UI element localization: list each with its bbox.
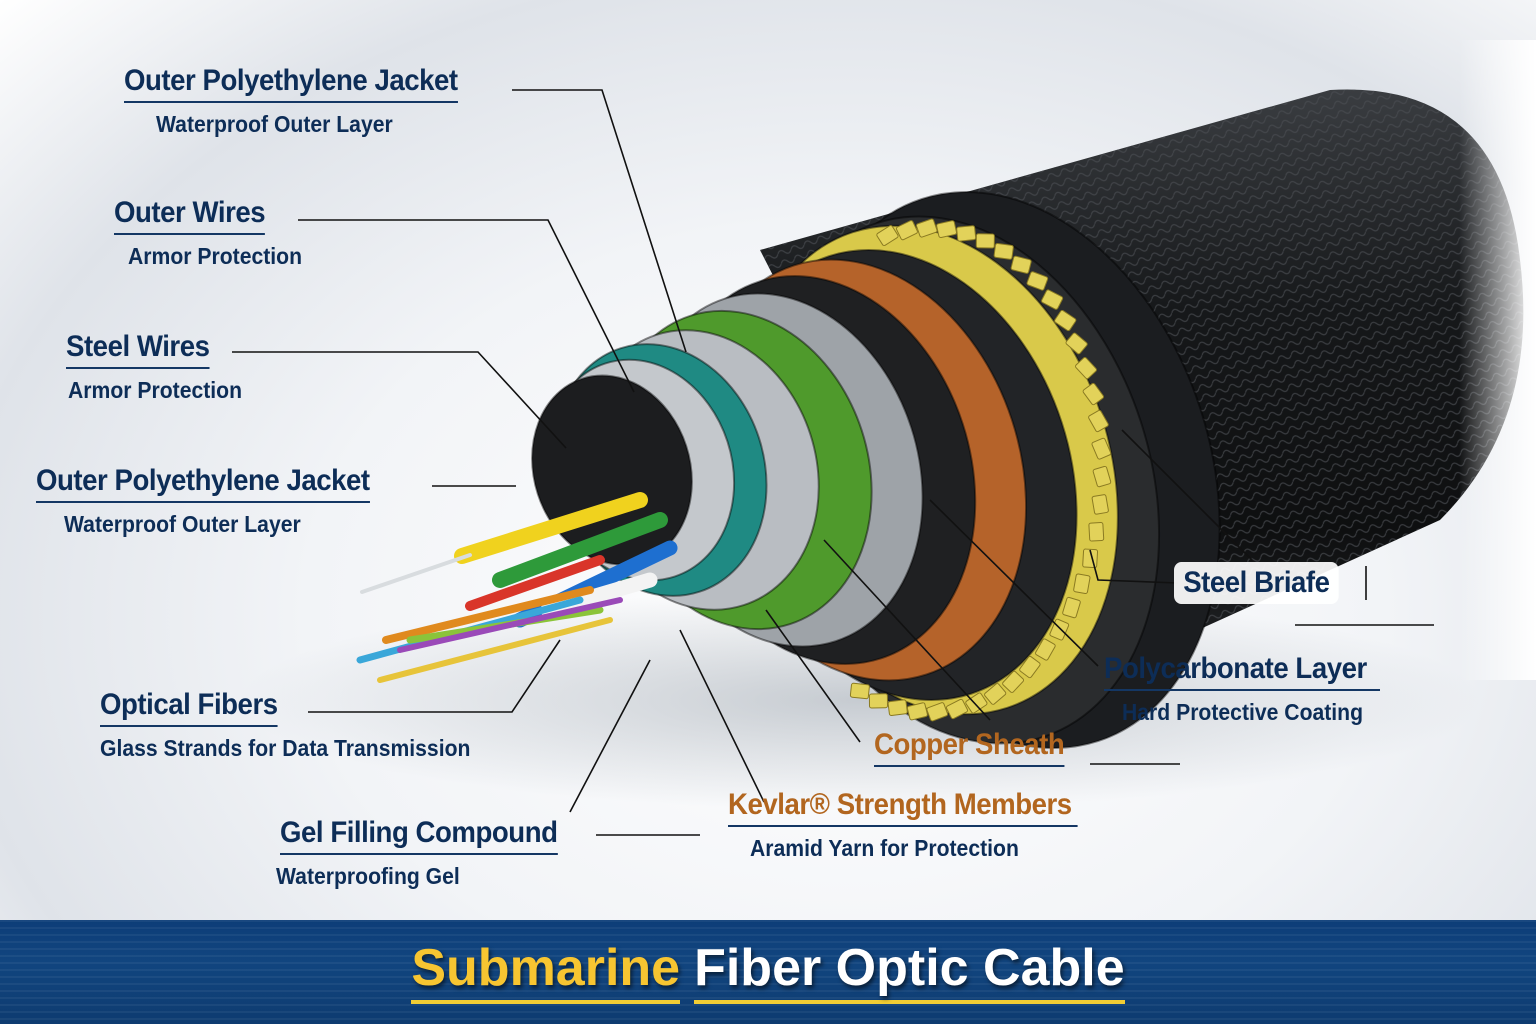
yarn-block (868, 693, 888, 709)
label-title: Copper Sheath (874, 728, 1065, 767)
leader-line-optical-fibers (308, 639, 561, 713)
leader-line-kevlar (679, 629, 765, 803)
yarn-block (993, 243, 1014, 260)
yarn-block (936, 220, 957, 239)
optical-fiber-bundle (356, 492, 678, 683)
footer-title-main: Fiber Optic Cable (694, 938, 1125, 1004)
yarn-block (945, 698, 969, 720)
label-subtitle: Waterproof Outer Layer (156, 111, 393, 137)
yarn-block (1091, 437, 1112, 460)
label-title: Outer Wires (114, 196, 266, 235)
label-title: Outer Polyethylene Jacket (124, 64, 458, 103)
label-subtitle: Waterproof Outer Layer (64, 511, 301, 537)
optical-fiber (377, 617, 613, 683)
label-kevlar-strength-members: Kevlar® Strength Members Aramid Yarn for… (728, 788, 1108, 862)
leader-line-kevlar-2 (765, 609, 861, 743)
optical-fiber (492, 512, 668, 588)
yarn-block (1019, 655, 1041, 679)
yarn-block (906, 702, 928, 721)
leader-line-polycarbonate (929, 499, 1099, 667)
label-title: Steel Briafe (1174, 562, 1339, 604)
yarn-block (1062, 596, 1081, 619)
yarn-block (887, 699, 908, 717)
yarn-block (1091, 494, 1109, 515)
yarn-block (1041, 289, 1064, 310)
yarn-block (956, 225, 977, 242)
label-outer-polyethylene-jacket-mid: Outer Polyethylene Jacket Waterproof Out… (36, 464, 399, 538)
yarn-block (1035, 638, 1056, 661)
label-polycarbonate-layer: Polycarbonate Layer Hard Protective Coat… (1104, 652, 1404, 726)
yarn-block (1049, 618, 1070, 641)
leader-line-outer-jacket-top (512, 89, 687, 353)
yarn-block (1088, 522, 1105, 542)
leader-line-steel-briafe (1089, 549, 1179, 584)
yarn-block (1002, 670, 1025, 693)
yarn-block (1073, 573, 1091, 594)
kevlar-yarn-ring (849, 218, 1112, 722)
label-optical-fibers: Optical Fibers Glass Strands for Data Tr… (100, 688, 503, 762)
footer-title-accent: Submarine (411, 938, 681, 1004)
label-subtitle: Armor Protection (128, 243, 303, 269)
yarn-block (926, 702, 949, 722)
yarn-block (1010, 255, 1032, 274)
yarn-block (1088, 409, 1109, 433)
optical-fiber (454, 492, 648, 564)
yarn-block (1054, 309, 1077, 332)
label-title: Optical Fibers (100, 688, 278, 727)
bare-glass-strand (360, 553, 472, 594)
label-outer-wires: Outer Wires Armor Protection (114, 196, 317, 270)
label-copper-sheath: Copper Sheath (874, 728, 1081, 767)
label-title: Kevlar® Strength Members (728, 788, 1078, 827)
optical-fiber (382, 586, 594, 644)
yarn-block (1065, 332, 1088, 355)
leader-line-outer-wires (298, 219, 635, 393)
label-subtitle: Glass Strands for Data Transmission (100, 735, 471, 761)
label-steel-briafe: Steel Briafe (1174, 562, 1353, 604)
optical-fiber (465, 555, 605, 611)
label-subtitle: Waterproofing Gel (276, 863, 460, 889)
label-title: Steel Wires (66, 330, 210, 369)
yarn-block (849, 682, 870, 700)
yarn-block (915, 218, 938, 238)
yarn-block (1026, 271, 1049, 291)
label-subtitle: Aramid Yarn for Protection (750, 835, 1019, 861)
leader-line-copper (823, 539, 991, 721)
optical-fiber (397, 597, 623, 653)
yarn-block (1075, 357, 1097, 380)
yarn-block (895, 220, 918, 241)
label-subtitle: Hard Protective Coating (1122, 699, 1364, 725)
leader-line-steel-briafe-2 (1121, 429, 1253, 561)
yarn-block (1092, 465, 1112, 488)
label-outer-polyethylene-jacket-top: Outer Polyethylene Jacket Waterproof Out… (124, 64, 487, 138)
label-gel-filling-compound: Gel Filling Compound Waterproofing Gel (276, 816, 582, 890)
yarn-block (984, 683, 1007, 705)
yarn-block (1082, 382, 1104, 406)
label-title: Gel Filling Compound (280, 816, 558, 855)
label-steel-wires: Steel Wires Armor Protection (66, 330, 257, 404)
label-subtitle: Armor Protection (68, 377, 243, 403)
yarn-block (876, 225, 899, 246)
label-title: Outer Polyethylene Jacket (36, 464, 370, 503)
leader-line-gel-filling-2 (569, 659, 651, 813)
leader-line-steel-wires (232, 351, 567, 449)
label-title: Polycarbonate Layer (1104, 652, 1380, 691)
leader-lines (232, 89, 1434, 836)
yarn-block (975, 233, 995, 249)
